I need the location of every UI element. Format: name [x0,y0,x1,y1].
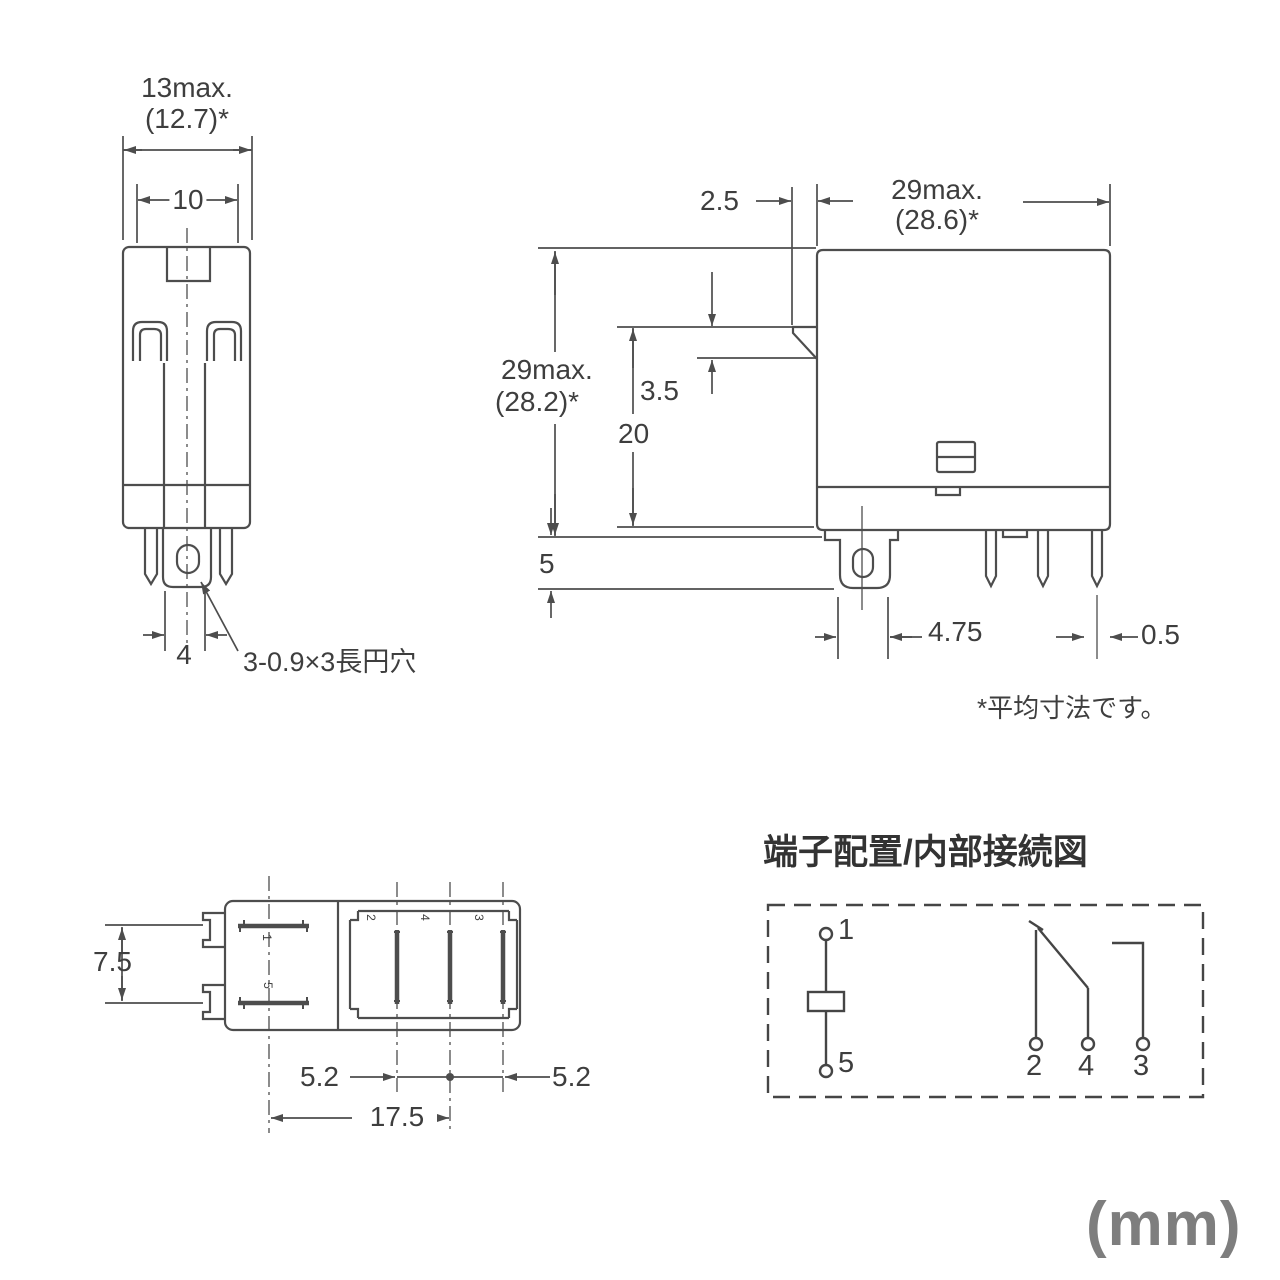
contact-blade [1037,927,1089,989]
side-joint-tab [934,487,962,497]
diagram-pin-1-label: 1 [838,914,855,946]
bottom-tab-1 [201,911,225,949]
pin1-node [818,926,834,942]
side-terminal-oblong-hole [851,547,875,579]
dim-bottom-coil-pitch: 7.5 [93,946,132,977]
dim-side-terminal-length: 5 [539,548,555,579]
side-view-dimensions [538,184,1138,659]
bottom-terminal-1-label: 1 [259,934,274,941]
side-bottom-notch [1001,530,1029,539]
dim-front-notch-width: 10 [169,184,207,216]
diagram-pin-3-label: 3 [1133,1050,1150,1082]
dim-side-flange-height: 3.5 [640,375,679,406]
coil-symbol [806,990,846,1013]
front-right-pin [218,528,234,587]
side-pin-2 [1036,530,1050,589]
bottom-terminal-2-label: 2 [363,914,378,921]
front-left-pin [143,528,159,587]
hole-note-label: 3-0.9×3長円穴 [243,647,417,677]
front-left-cutout-outer [131,320,169,361]
dim-front-terminal-width: 4 [176,639,192,670]
dim-side-height-max: 29max. [498,354,596,386]
dim-bottom-pitch-left: 5.2 [300,1061,339,1092]
front-view-dimensions [122,136,253,652]
dim-side-width-max: 29max. [891,174,983,205]
dim-side-body-height: 20 [615,418,653,450]
diagram-border [766,903,1205,1099]
front-terminal-oblong-hole [175,543,201,575]
pin3-node [1135,1036,1151,1052]
bottom-view-dimensions [105,924,550,1122]
dim-bottom-row-spacing: 17.5 [366,1101,428,1133]
side-flange-chamfer [791,325,818,360]
dim-front-width-avg: (12.7)* [144,103,230,134]
connection-diagram-title: 端子配置/内部接続図 [763,833,1088,872]
average-dimension-footnote: *平均寸法です。 [977,693,1167,723]
diagram-pin-4-label: 4 [1078,1050,1095,1082]
bottom-center-lines [268,876,504,1133]
pin2-node [1028,1036,1044,1052]
bottom-tab-5 [201,983,225,1021]
bottom-terminal-5-label: 5 [260,982,275,989]
dim-front-width-max: 13max. [141,72,233,103]
dim-side-height-avg: (28.2)* [492,386,583,418]
bottom-terminal-3-label: 3 [471,914,486,921]
bottom-coil-slots [238,923,309,1006]
pin5-node [818,1063,834,1079]
diagram-pin-2-label: 2 [1026,1050,1043,1082]
front-top-notch [165,248,212,283]
side-body-outline [815,248,1112,532]
front-right-cutout-inner [212,327,237,361]
dim-side-flange-offset: 2.5 [700,185,739,216]
hole-leader-line [200,581,239,652]
contact-pivot-tick [1028,919,1044,932]
pin4-node [1080,1036,1096,1052]
front-left-cutout-inner [138,327,163,361]
side-flat-terminal [823,530,900,590]
side-view-drawing [791,248,1112,590]
bottom-contact-frame [348,909,519,1020]
dim-side-terminal-width: 4.75 [928,616,983,647]
front-right-cutout-outer [205,320,243,361]
connection-diagram-drawing [766,903,1205,1099]
side-pin-1 [984,530,998,589]
dim-side-pin-edge-offset: 0.5 [1141,619,1180,650]
side-pin-3 [1090,530,1104,589]
diagram-pin-5-label: 5 [838,1047,855,1079]
dim-side-width-avg: (28.6)* [894,204,980,235]
unit-label: (mm) [1086,1190,1242,1259]
bottom-body-outline [223,899,522,1032]
pin3-fixed-contact [1112,941,1145,1038]
dim-bottom-pitch-right: 5.2 [552,1061,591,1092]
bottom-terminal-4-label: 4 [417,914,432,921]
